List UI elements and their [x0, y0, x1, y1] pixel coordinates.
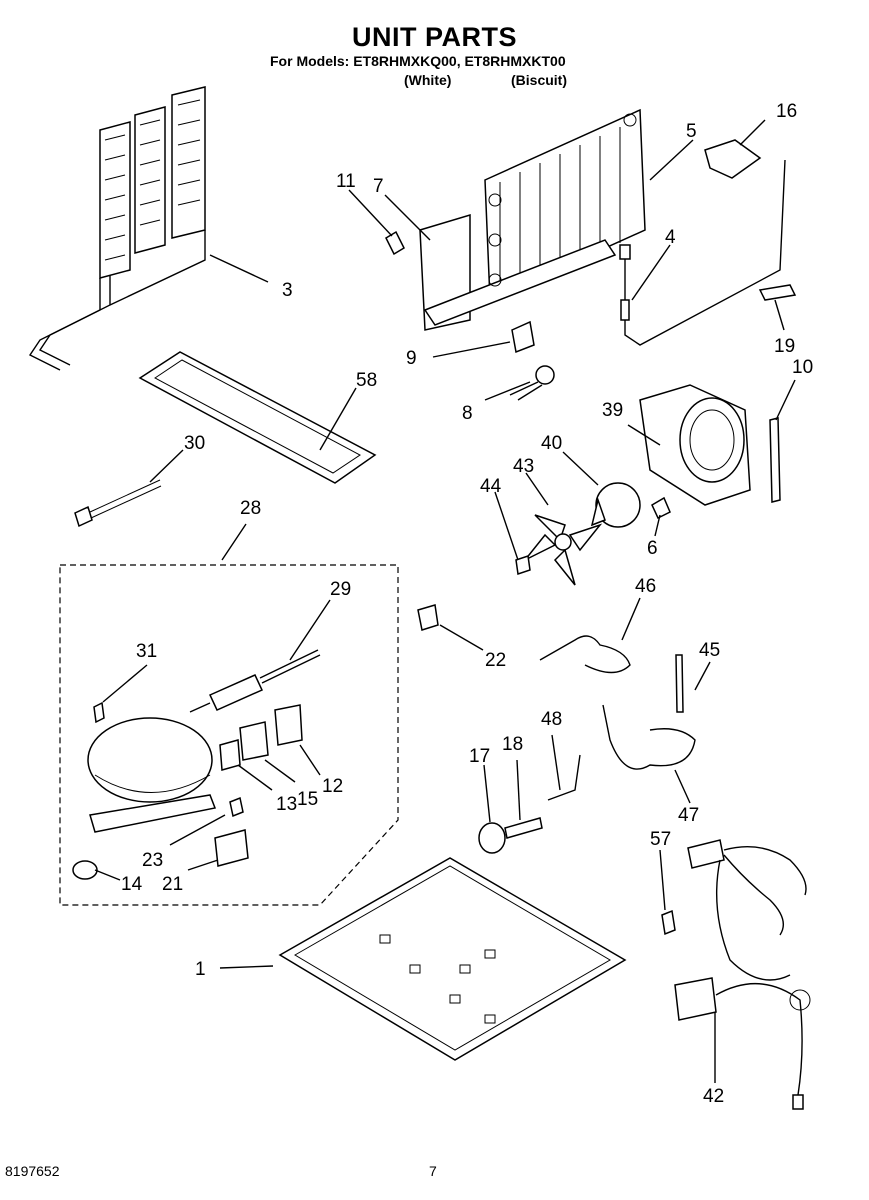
callout-8: 8 [462, 403, 473, 424]
part-8-grommet [509, 365, 555, 401]
condenser-coil [28, 86, 206, 371]
callout-28: 28 [240, 498, 261, 519]
relay-15 [239, 721, 269, 761]
fan-blade [524, 514, 603, 586]
callout-40: 40 [541, 433, 562, 454]
callout-58: 58 [356, 370, 377, 391]
color-biscuit: (Biscuit) [511, 72, 567, 88]
callout-30: 30 [184, 433, 205, 454]
base-pan [278, 857, 627, 1061]
cover-13 [219, 739, 241, 771]
callout-48: 48 [541, 709, 562, 730]
callout-15: 15 [297, 789, 318, 810]
screw-6 [651, 496, 671, 520]
cable-tie [74, 479, 162, 528]
page-title: UNIT PARTS [352, 22, 517, 52]
callout-22: 22 [485, 650, 506, 671]
page-number: 7 [429, 1163, 437, 1179]
callout-31: 31 [136, 641, 157, 662]
fan-motor [590, 482, 641, 528]
callout-46: 46 [635, 576, 656, 597]
capacitor-21 [214, 829, 249, 867]
compressor-kit-boundary [59, 564, 399, 906]
gasket-strip [769, 417, 781, 503]
callout-21: 21 [162, 874, 183, 895]
models-line: For Models: ET8RHMXKQ00, ET8RHMXKT00 [270, 53, 566, 69]
defrost-thermostat [619, 159, 786, 346]
screw-23 [229, 796, 244, 818]
compressor [72, 701, 217, 880]
clip-44 [515, 555, 531, 575]
cover-16 [704, 139, 762, 179]
document-number: 8197652 [5, 1163, 60, 1179]
callout-3: 3 [282, 280, 293, 301]
callout-16: 16 [776, 101, 797, 122]
callout-29: 29 [330, 579, 351, 600]
filter-drier [189, 649, 321, 713]
clip-19 [758, 284, 797, 301]
wheel-17 [478, 822, 506, 854]
callout-13: 13 [276, 794, 297, 815]
callout-44: 44 [480, 476, 502, 497]
callout-11: 11 [336, 171, 356, 192]
wire-harness [674, 839, 811, 1110]
color-white: (White) [404, 72, 452, 88]
callout-4: 4 [665, 227, 676, 248]
callout-18: 18 [502, 734, 523, 755]
clip-22 [417, 604, 439, 631]
screw-11 [385, 230, 405, 256]
callout-57: 57 [650, 829, 671, 850]
screw-57 [661, 909, 676, 936]
fan-shroud [639, 384, 751, 506]
callout-12: 12 [322, 776, 343, 797]
axle-18 [504, 817, 543, 839]
pin-45 [675, 654, 684, 713]
tube-48 [547, 754, 581, 801]
callout-14: 14 [121, 874, 143, 895]
tube-46 [539, 635, 631, 674]
callout-7: 7 [373, 176, 384, 197]
callout-6: 6 [647, 538, 658, 559]
callout-19: 19 [774, 336, 795, 357]
callout-45: 45 [699, 640, 720, 661]
clip-9 [511, 320, 535, 354]
evaporator [419, 108, 646, 331]
callout-47: 47 [678, 805, 699, 826]
overload-12 [274, 704, 303, 746]
callout-labels: 3 58 30 28 29 31 12 13 15 23 21 14 11 7 … [121, 101, 813, 1107]
callout-10: 10 [792, 357, 813, 378]
callout-17: 17 [469, 746, 490, 767]
callout-23: 23 [142, 850, 163, 871]
callout-42: 42 [703, 1086, 724, 1107]
callout-5: 5 [686, 121, 697, 142]
callout-1: 1 [195, 959, 206, 980]
leader-lines [94, 119, 796, 1083]
callout-39: 39 [602, 400, 623, 421]
drain-pan [138, 351, 377, 484]
callout-43: 43 [513, 456, 534, 477]
callout-9: 9 [406, 348, 417, 369]
tube-47 [602, 704, 696, 770]
